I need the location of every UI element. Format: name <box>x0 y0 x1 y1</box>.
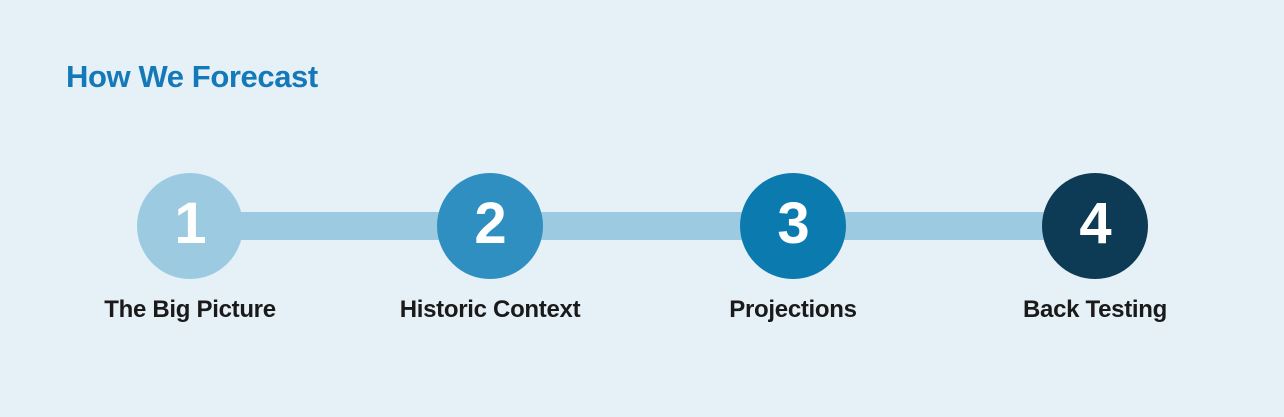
step-3-circle[interactable]: 3 <box>740 173 846 279</box>
step-4-circle[interactable]: 4 <box>1042 173 1148 279</box>
step-1[interactable]: 1 The Big Picture <box>104 173 276 323</box>
step-4-label: Back Testing <box>1023 296 1167 323</box>
step-connector-bar <box>190 212 1095 240</box>
page-title: How We Forecast <box>66 59 318 94</box>
step-1-circle[interactable]: 1 <box>137 173 243 279</box>
step-3-label: Projections <box>729 296 857 323</box>
step-2-circle[interactable]: 2 <box>437 173 543 279</box>
step-4-number: 4 <box>1079 191 1111 256</box>
step-2-label: Historic Context <box>399 296 581 323</box>
step-2-number: 2 <box>474 191 506 256</box>
step-1-label: The Big Picture <box>104 296 276 323</box>
step-1-number: 1 <box>174 191 206 256</box>
step-2[interactable]: 2 Historic Context <box>400 173 581 323</box>
step-3-number: 3 <box>777 191 809 256</box>
step-3[interactable]: 3 Projections <box>729 173 857 323</box>
step-4[interactable]: 4 Back Testing <box>1023 173 1167 323</box>
